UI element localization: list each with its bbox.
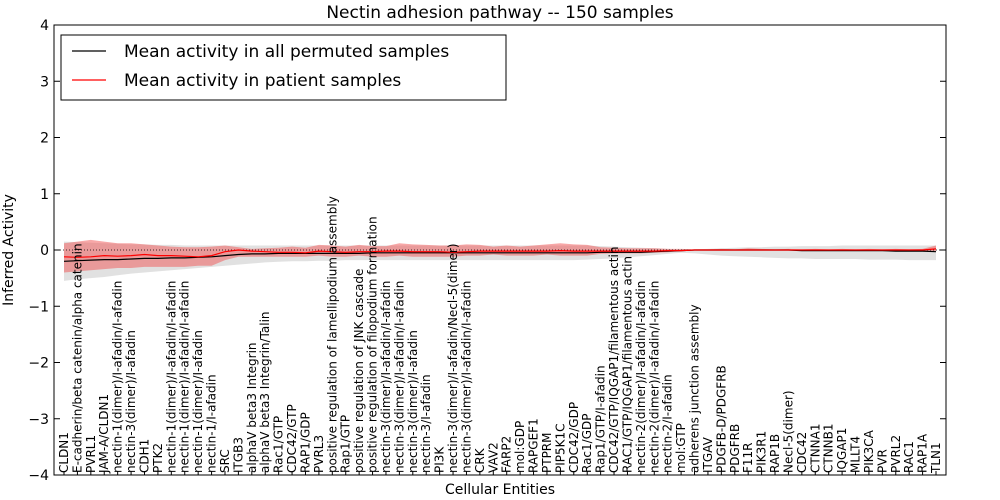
- x-tick-label: ITGAV: [701, 436, 715, 473]
- y-tick-label: −3: [28, 412, 49, 428]
- x-tick-label: nectin-2(dimer)/I-afadin/I-afadin: [647, 281, 661, 473]
- x-tick-label: nectin-3(dimer)/I-afadin: [124, 330, 138, 473]
- x-tick-label: ITGB3: [231, 437, 245, 473]
- legend-entry-permuted: Mean activity in all permuted samples: [124, 42, 449, 62]
- x-tick-label: E-cadherin/beta catenin/alpha catenin: [70, 243, 84, 473]
- x-tick-label: RAC1: [902, 441, 916, 473]
- x-tick-label: mol:GDP: [513, 421, 527, 473]
- y-tick-label: −2: [28, 356, 49, 372]
- x-tick-label: CDH1: [138, 439, 152, 473]
- x-tick-label: adherens junction assembly: [688, 304, 702, 473]
- confidence-bands: [64, 239, 936, 281]
- x-tick-label: CTNNA1: [808, 423, 822, 473]
- x-tick-label: PVR: [875, 449, 889, 473]
- x-tick-label: alphaV beta3 Integrin/Talin: [258, 311, 272, 473]
- y-axis: −4 −3 −2 −1 0 1 2 3 4: [28, 18, 946, 484]
- x-tick-label: CDC42/GTP: [285, 404, 299, 473]
- x-tick-label: CDC42: [795, 432, 809, 473]
- x-axis-label: Cellular Entities: [445, 482, 555, 498]
- x-tick-label: RAP1/GDP: [299, 412, 313, 473]
- x-tick-label: CDC42/GTP/IQGAP1/filamentous actin: [607, 247, 621, 473]
- x-tick-label: CDC42/GDP: [567, 402, 581, 473]
- legend-entry-patient: Mean activity in patient samples: [124, 71, 401, 91]
- y-tick-label: −1: [28, 299, 49, 315]
- x-tick-label: CRK: [473, 447, 487, 473]
- x-tick-label: nectin-3(dimer)/I-afadin/I-afadin: [379, 281, 393, 473]
- x-tick-label: RAPGEF1: [527, 418, 541, 473]
- x-tick-label: nectin-1/I-afadin: [205, 374, 219, 473]
- y-tick-label: 2: [40, 131, 49, 147]
- x-tick-label: Rac1/GTP: [272, 416, 286, 473]
- x-tick-label: PTPRM: [540, 433, 554, 474]
- x-tick-label: nectin-1(dimer)/I-afadin: [191, 330, 205, 473]
- y-tick-label: 3: [40, 74, 49, 90]
- x-tick-label: nectin-3(dimer)/I-afadin: [406, 330, 420, 473]
- x-tick-label: PI3K: [433, 446, 447, 473]
- y-tick-label: −4: [28, 468, 49, 484]
- x-tick-label: PIK3R1: [755, 431, 769, 473]
- x-tick-label: Necl-5(dimer): [781, 390, 795, 473]
- x-tick-label: Rac1/GDP: [580, 414, 594, 473]
- x-tick-label: MLLT4: [849, 436, 863, 473]
- x-tick-label: nectin-1(dimer)/I-afadin/I-afadin: [178, 281, 192, 473]
- series-line-1: [63, 248, 937, 258]
- x-tick-label: JAM-A/CLDN1: [97, 394, 111, 474]
- chart-title: Nectin adhesion pathway -- 150 samples: [326, 3, 673, 23]
- x-tick-label: Rap1/GTP: [339, 415, 353, 473]
- x-tick-label: nectin-3/I-afadin: [419, 374, 433, 473]
- x-tick-label: PIK3CA: [862, 429, 876, 473]
- series-band-1: [64, 239, 936, 273]
- y-tick-label: 1: [40, 187, 49, 203]
- legend: Mean activity in all permuted samples Me…: [60, 34, 507, 101]
- x-tick-label: F11R: [741, 442, 755, 473]
- y-tick-label: 0: [40, 243, 49, 259]
- x-tick-label: Rap1/GTP/I-afadin: [594, 365, 608, 473]
- x-tick-label: RAP1B: [768, 434, 782, 473]
- series-lines: [63, 248, 937, 262]
- x-tick-label: nectin-2/I-afadin: [661, 374, 675, 473]
- legend-box: [60, 34, 507, 101]
- x-tick-label: nectin-3(dimer)/I-afadin/I-afadin: [460, 281, 474, 473]
- x-tick-label: CTNNB1: [822, 423, 836, 473]
- x-tick-label: positive regulation of lamellipodium ass…: [325, 196, 339, 473]
- x-tick-label: positive regulation of filopodium format…: [366, 216, 380, 473]
- x-tick-label: TLN1: [929, 442, 943, 474]
- x-tick-label: nectin-1(dimer)/I-afadin/I-afadin: [164, 281, 178, 473]
- x-tick-label: PIP5K1C: [553, 423, 567, 473]
- x-tick-label: alphaV beta3 Integrin: [245, 342, 259, 473]
- x-tick-label: FARP2: [500, 436, 514, 473]
- y-axis-label: Inferred Activity: [1, 194, 17, 306]
- x-tick-label: VAV2: [486, 442, 500, 473]
- x-tick-label: PDGFRB: [728, 424, 742, 473]
- x-tick-label: PDGFB-D/PDGFRB: [714, 365, 728, 473]
- x-tick-label: PTK2: [151, 443, 165, 473]
- y-tick-label: 4: [40, 18, 49, 34]
- x-tick-label: RAC1/GTP/IQGAP1/filamentous actin: [620, 256, 634, 473]
- x-tick-label: PVRL2: [889, 435, 903, 473]
- x-tick-label: RAP1A: [916, 433, 930, 473]
- x-tick-label: nectin-2(dimer)/I-afadin/I-afadin: [634, 281, 648, 473]
- x-tick-label: SRC: [218, 449, 232, 473]
- x-tick-label: nectin-3(dimer)/I-afadin/Necl-5(dimer): [446, 243, 460, 473]
- x-tick-label: positive regulation of JNK cascade: [352, 269, 366, 473]
- x-tick-label: PVRL1: [84, 435, 98, 473]
- x-tick-label: CLDN1: [57, 432, 71, 473]
- x-tick-label: nectin-3(dimer)/I-afadin/I-afadin: [392, 281, 406, 473]
- x-tick-label: nectin-1(dimer)/I-afadin/I-afadin: [111, 281, 125, 473]
- x-tick-label: mol:GTP: [674, 423, 688, 473]
- x-tick-label: PVRL3: [312, 435, 326, 473]
- x-tick-label: IQGAP1: [835, 428, 849, 473]
